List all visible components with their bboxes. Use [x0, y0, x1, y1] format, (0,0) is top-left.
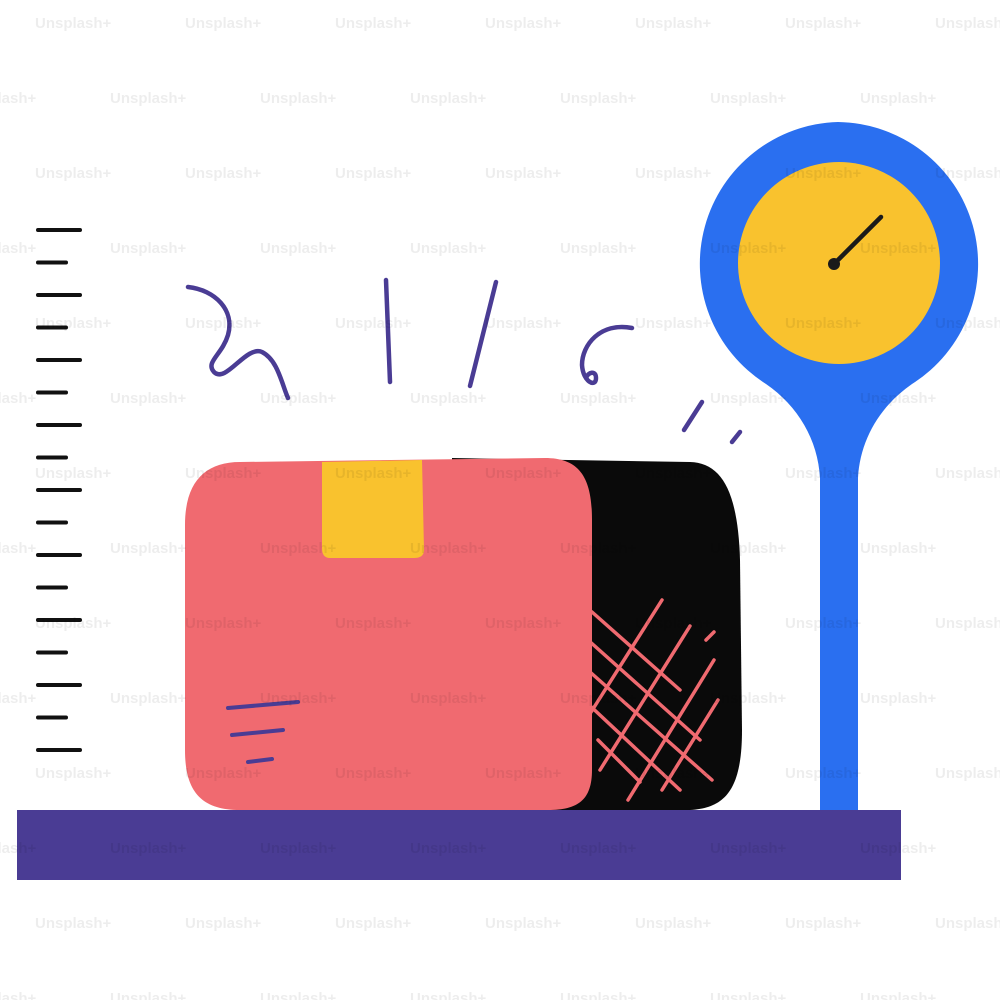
box-label-lines [226, 700, 300, 764]
dial-needle-icon [828, 214, 884, 270]
straight-line-two [467, 279, 499, 389]
ruler-ticks-icon [36, 228, 82, 752]
straight-line-one [383, 277, 393, 385]
curl-line-right [579, 324, 635, 386]
short-dash-one [681, 399, 705, 433]
motion-lines-icon [185, 277, 743, 445]
short-dash-two [729, 429, 743, 445]
box-tape [322, 460, 424, 558]
box-front-face [185, 458, 592, 810]
box-crosshatch [584, 598, 720, 802]
squiggle-line-left [185, 284, 291, 401]
scale-platform [17, 810, 901, 880]
